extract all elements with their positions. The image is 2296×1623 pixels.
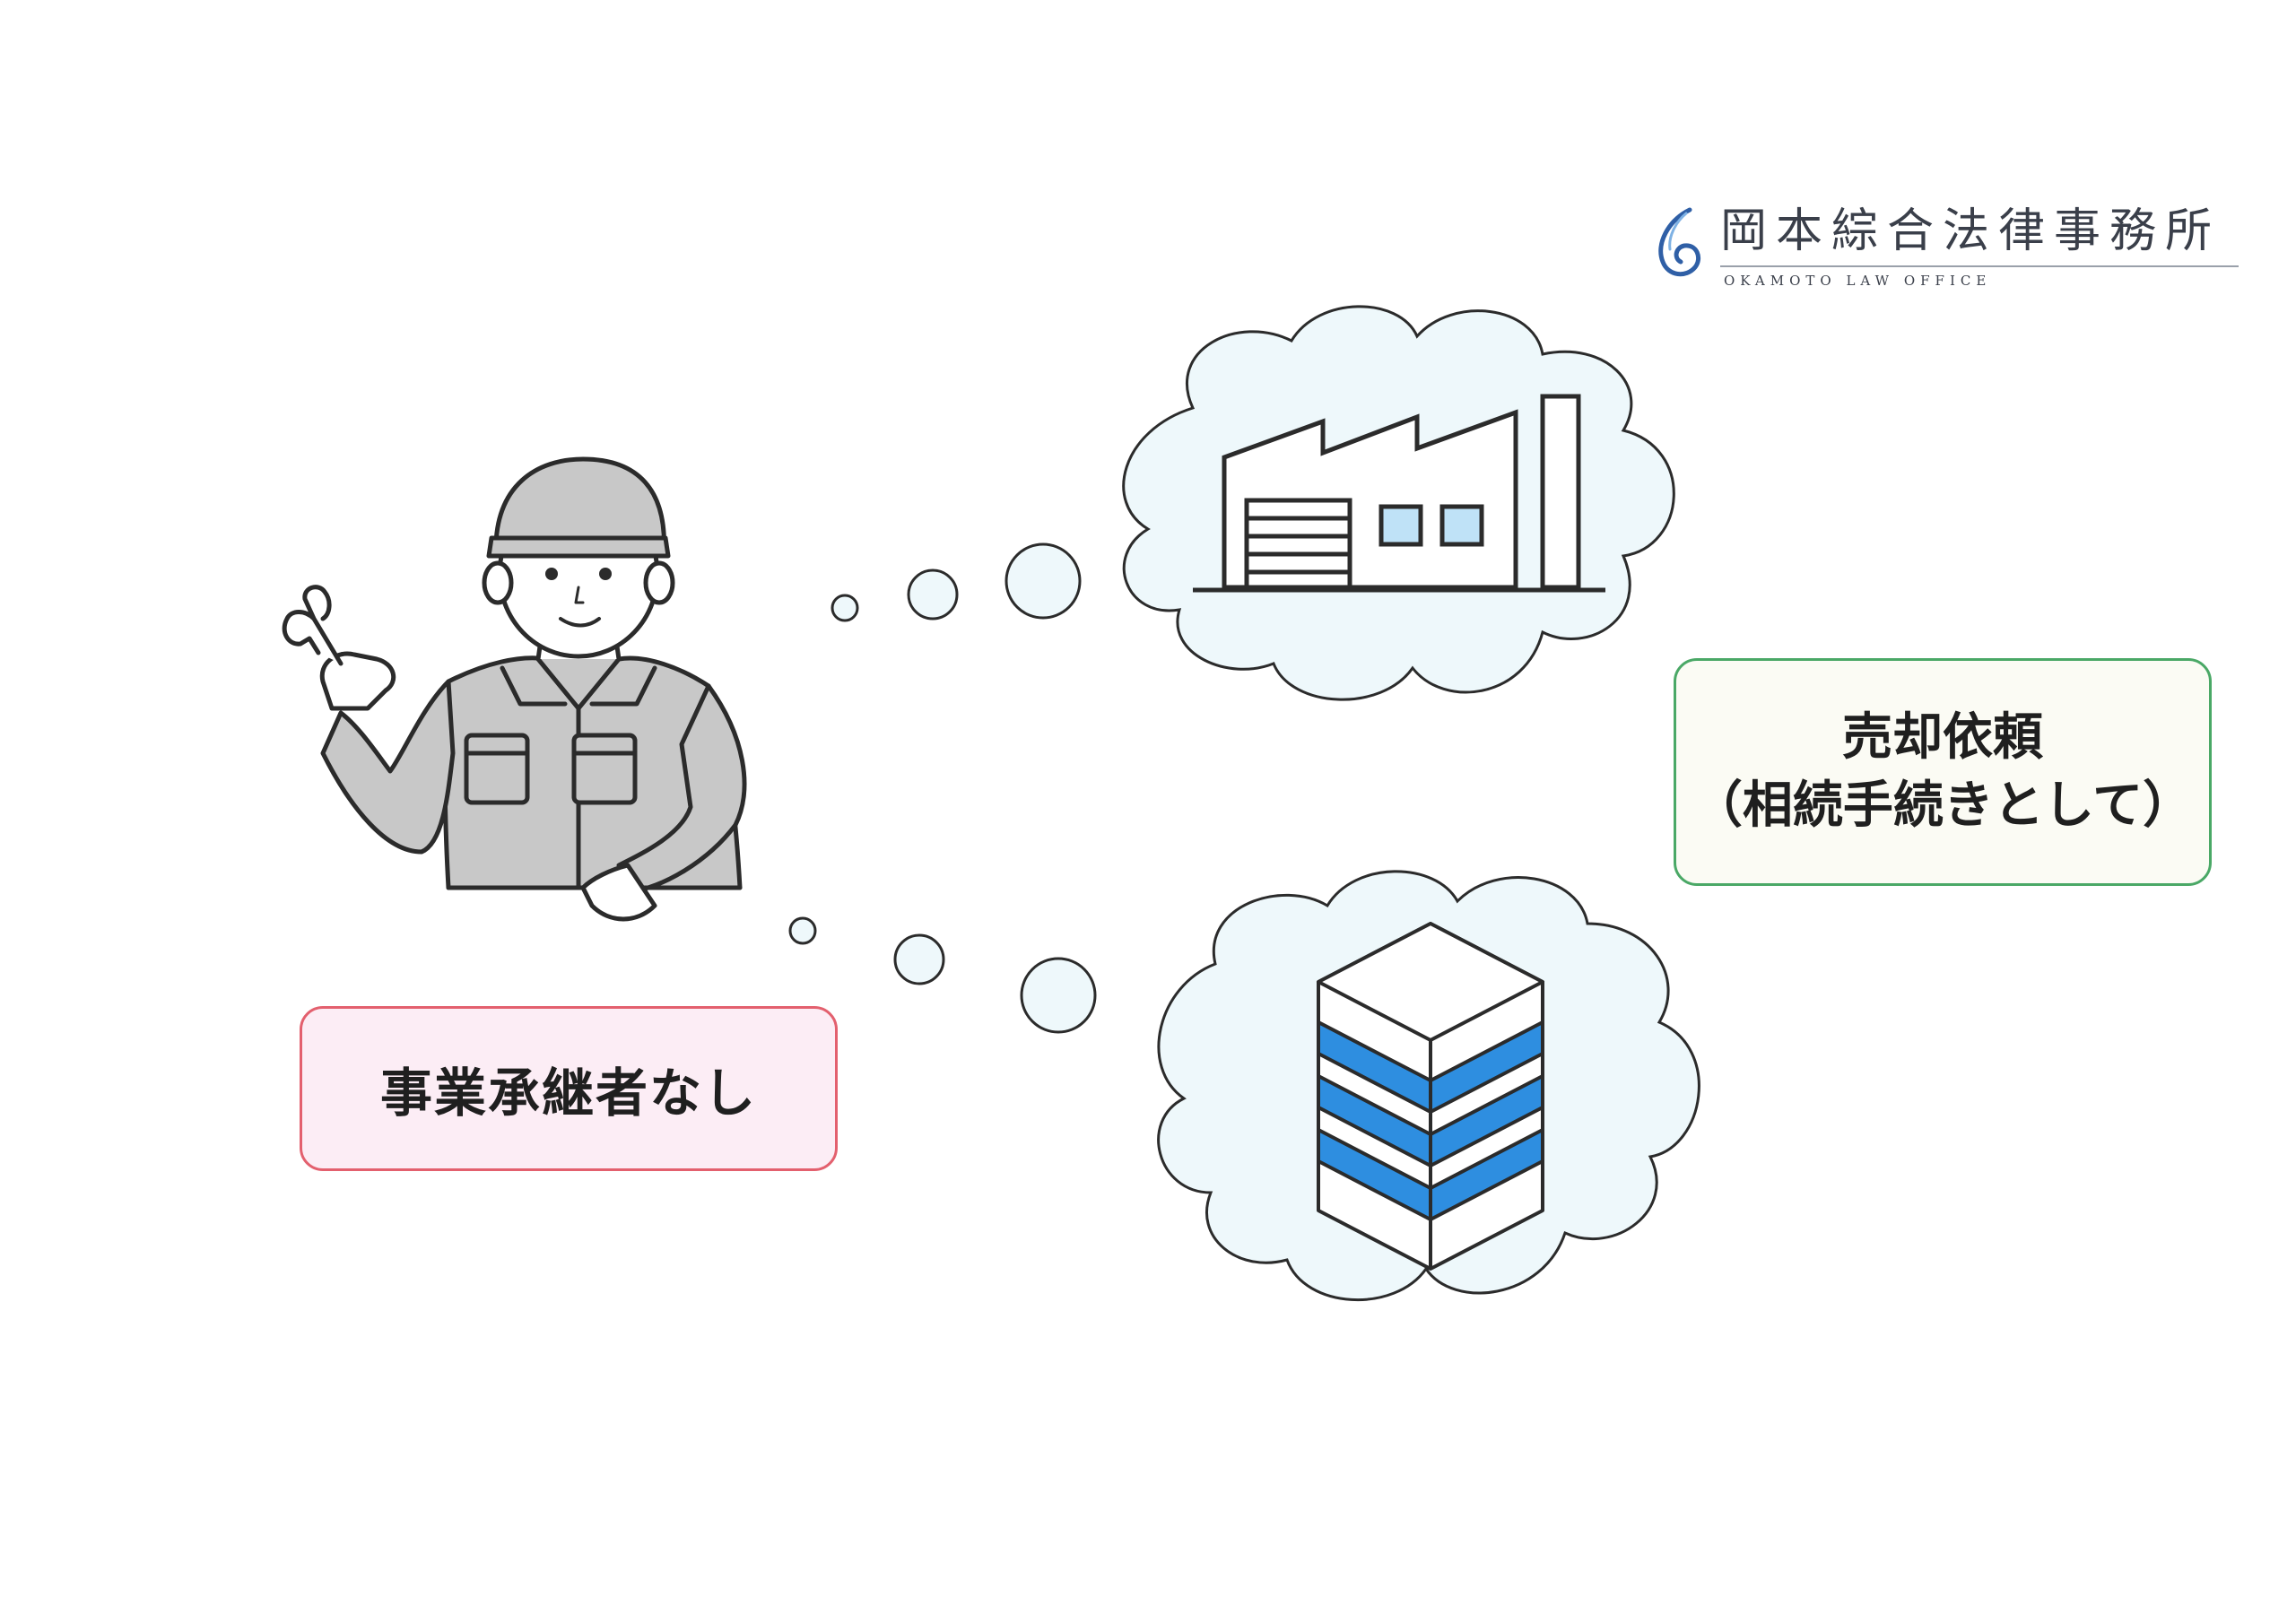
- thought-bubbles-lower: [788, 916, 1097, 1034]
- no-successor-label: 事業承継者なし: [300, 1006, 838, 1171]
- firm-name-jp: 岡本綜合法律事務所: [1720, 204, 2222, 258]
- sale-request-line2: （相続手続きとして）: [1692, 777, 2194, 835]
- factory-icon: [1193, 394, 1605, 593]
- no-successor-text: 事業承継者なし: [379, 1063, 757, 1124]
- worker-with-wrench-icon: [282, 456, 747, 922]
- sale-request-label: 売却依頼 （相続手続きとして）: [1674, 658, 2212, 886]
- thought-bubbles-upper: [831, 542, 1082, 622]
- firm-name-en: OKAMOTO LAW OFFICE: [1724, 273, 1992, 289]
- firm-logo: 岡本綜合法律事務所 OKAMOTO LAW OFFICE: [1650, 204, 2242, 294]
- sale-request-line1: 売却依頼: [1842, 708, 2043, 767]
- logo-divider: [1720, 265, 2239, 267]
- swirl-logo-icon: [1658, 207, 1700, 277]
- stacked-shares-icon: [1317, 922, 1544, 1271]
